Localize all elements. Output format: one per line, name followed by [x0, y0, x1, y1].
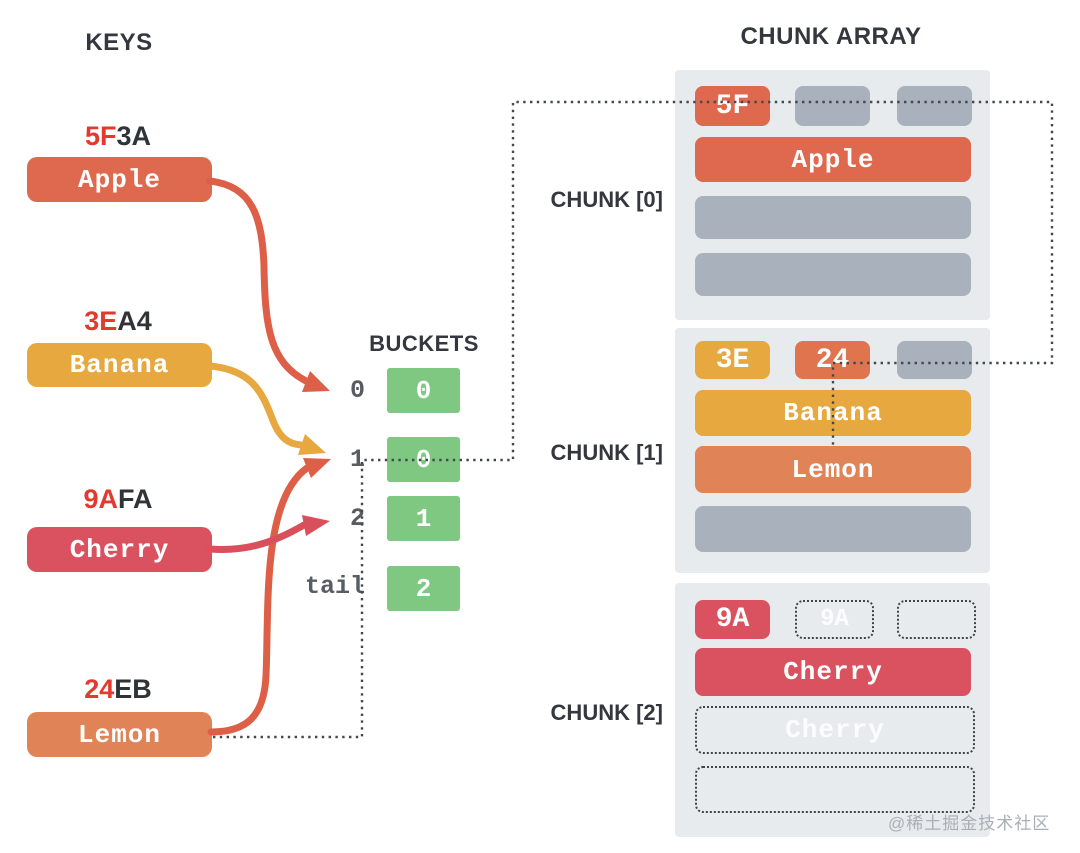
- chunk-1-slot-0: Banana: [695, 390, 971, 436]
- chunk-2-slot-1-ghost: Cherry: [695, 706, 975, 754]
- chunk-1-slot-1: Lemon: [695, 446, 971, 493]
- bucket-value: 1: [415, 503, 432, 534]
- hash-prefix: 5F: [84, 121, 117, 151]
- key-name: Apple: [77, 164, 161, 195]
- bucket-value: 0: [415, 444, 432, 475]
- bucket-label-tail: tail: [304, 572, 365, 601]
- key-name: Cherry: [69, 534, 170, 565]
- hash-prefix: 24: [84, 674, 115, 704]
- chunk-2-tag-1-ghost: 9A: [795, 600, 874, 639]
- key-name: Banana: [69, 350, 170, 380]
- chunk-0-panel: 5F Apple: [675, 70, 990, 320]
- chunk-1-tag-1: 24: [795, 341, 870, 379]
- chunk-1-tag-0: 3E: [695, 341, 770, 379]
- chunk-2-tag-0: 9A: [695, 600, 770, 639]
- watermark: @稀土掘金技术社区: [888, 814, 1051, 833]
- tag-text: 5F: [715, 90, 750, 122]
- key-name: Lemon: [77, 719, 161, 750]
- slot-text: Lemon: [791, 454, 875, 485]
- bucket-value-2: 1: [387, 496, 460, 541]
- hash-prefix: 9A: [83, 484, 118, 514]
- tag-text: 24: [815, 344, 850, 376]
- chunk-0-slot-2-empty: [695, 253, 971, 296]
- hash-suffix: FA: [118, 484, 153, 514]
- chunk-0-tag-0: 5F: [695, 86, 770, 126]
- chunk-2-label: CHUNK [2]: [550, 700, 663, 725]
- chunk-1-slot-2-empty: [695, 506, 971, 552]
- chunk-2-slot-2-ghost-empty: [695, 766, 975, 813]
- keys-header: KEYS: [85, 29, 153, 56]
- slot-text: Apple: [791, 144, 875, 175]
- slot-text: Cherry: [785, 715, 885, 745]
- bucket-value-0: 0: [387, 368, 460, 413]
- bucket-value: 0: [415, 375, 432, 406]
- buckets-header: BUCKETS: [369, 331, 479, 356]
- slot-text: Banana: [783, 398, 883, 428]
- hash-suffix: A4: [117, 306, 152, 336]
- bucket-label-1: 1: [349, 445, 365, 474]
- tag-text: 9A: [715, 604, 750, 635]
- tag-text: 3E: [715, 344, 750, 376]
- chunk-0-tag-1-empty: [795, 86, 870, 126]
- chunk-2-slot-0: Cherry: [695, 648, 971, 696]
- chunk-0-label: CHUNK [0]: [550, 187, 663, 212]
- slot-text: Cherry: [783, 657, 883, 687]
- tag-text: 9A: [820, 606, 849, 633]
- chunk-0-tag-2-empty: [897, 86, 972, 126]
- hash-prefix: 3E: [84, 306, 118, 336]
- key-box-cherry: Cherry: [27, 527, 212, 572]
- key-box-apple: Apple: [27, 157, 212, 202]
- arrow-apple-to-bucket0: [206, 177, 310, 385]
- key-hash-lemon: 24EB: [28, 674, 208, 705]
- key-box-banana: Banana: [27, 343, 212, 387]
- key-hash-cherry: 9AFA: [28, 484, 208, 515]
- chunk-0-slot-0: Apple: [695, 137, 971, 182]
- arrow-banana-to-bucket1: [206, 362, 305, 449]
- key-hash-apple: 5F3A: [28, 121, 208, 152]
- chunk-2-panel: 9A 9A Cherry Cherry: [675, 583, 990, 837]
- chunk-1-tag-2-empty: [897, 341, 972, 379]
- hash-suffix: 3A: [116, 121, 152, 151]
- chunk-array-header: CHUNK ARRAY: [740, 23, 922, 50]
- chunk-0-slot-1-empty: [695, 196, 971, 239]
- key-hash-banana: 3EA4: [28, 306, 208, 337]
- bucket-value-tail: 2: [387, 566, 460, 611]
- chunk-1-panel: 3E 24 Banana Lemon: [675, 328, 990, 573]
- bucket-label-0: 0: [349, 376, 365, 405]
- bucket-label-2: 2: [349, 504, 365, 533]
- chunk-2-tag-2-ghost-empty: [897, 600, 976, 639]
- bucket-value-1: 0: [387, 437, 460, 482]
- chunk-1-label: CHUNK [1]: [550, 440, 663, 465]
- hash-suffix: EB: [114, 674, 152, 704]
- key-box-lemon: Lemon: [27, 712, 212, 757]
- bucket-value: 2: [415, 573, 432, 604]
